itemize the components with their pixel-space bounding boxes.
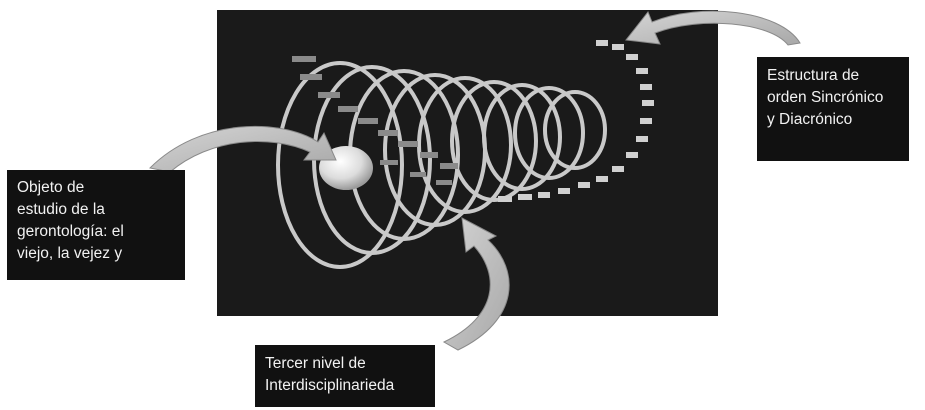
label-structure-line-1: Estructura de (767, 65, 899, 87)
label-structure-line-2: orden Sincrónico (767, 87, 899, 109)
label-object-line-2: estudio de la (17, 199, 175, 221)
label-structure: Estructura de orden Sincrónico y Diacrón… (757, 57, 909, 161)
label-object-line-1: Objeto de (17, 177, 175, 199)
label-object-line-4: viejo, la vejez y (17, 243, 175, 265)
label-structure-line-3: y Diacrónico (767, 109, 899, 131)
label-interdisciplinarity: Tercer nivel de Interdisciplinarieda (255, 345, 435, 407)
label-object-of-study: Objeto de estudio de la gerontología: el… (7, 170, 185, 280)
label-object-line-3: gerontología: el (17, 221, 175, 243)
label-interdisciplinarity-line-2: Interdisciplinarieda (265, 375, 425, 397)
label-interdisciplinarity-line-1: Tercer nivel de (265, 353, 425, 375)
curved-arrow-top (626, 11, 800, 45)
figure-markers (498, 40, 654, 202)
curved-arrow-bottom (444, 218, 509, 350)
curved-arrow-left (150, 126, 336, 172)
